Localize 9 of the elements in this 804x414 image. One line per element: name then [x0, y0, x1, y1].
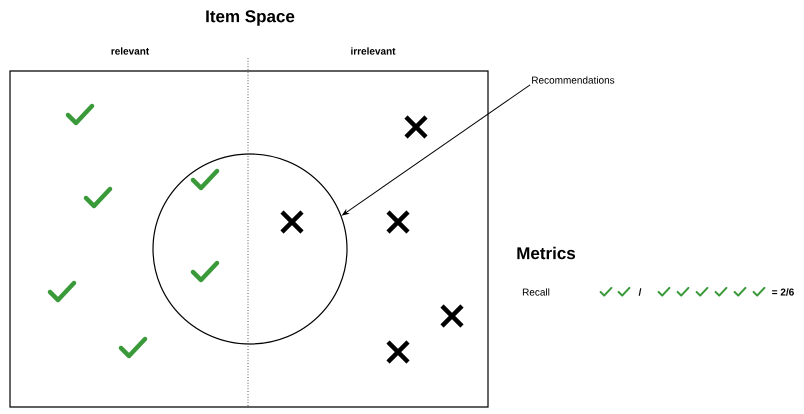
divider-slash: / [638, 288, 642, 296]
column-heading: irrelevant [351, 47, 396, 55]
callout-text: Recommendations [532, 76, 614, 84]
metric-name: Recall [522, 288, 550, 296]
metric-value: = 2/6 [772, 288, 794, 296]
title: Item Space [206, 10, 294, 26]
section-heading: Metrics [517, 246, 576, 260]
recommendation-circle [152, 153, 348, 345]
column-heading: relevant [112, 47, 150, 55]
